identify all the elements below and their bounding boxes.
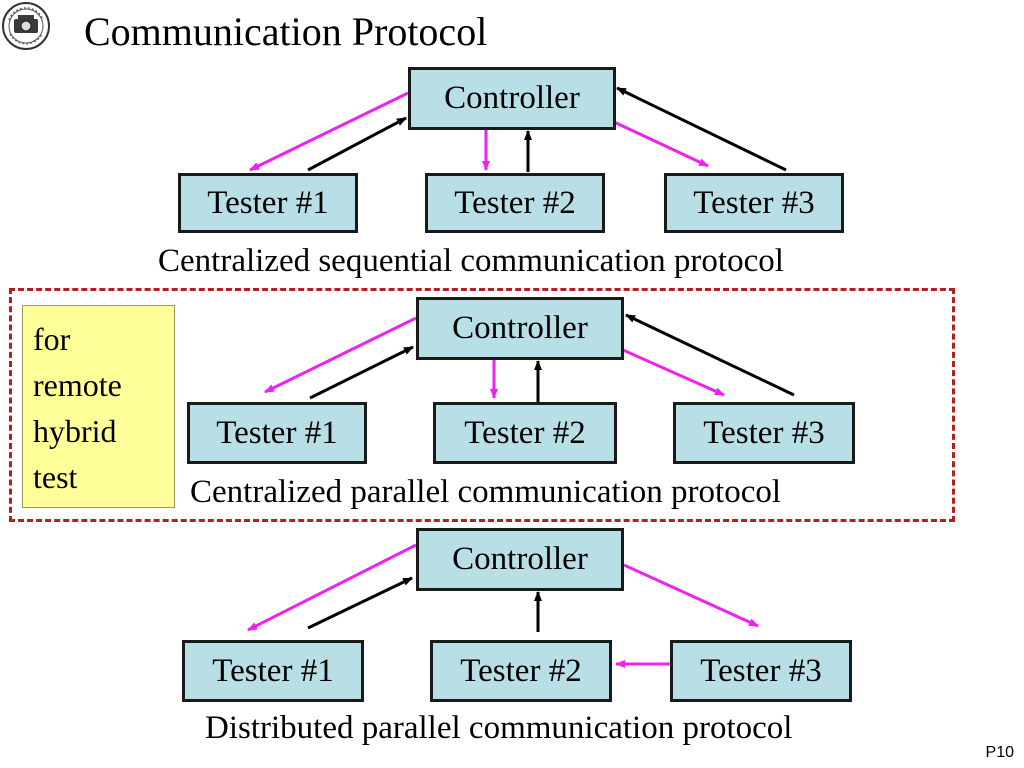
tester-1-node: Tester #1 — [178, 173, 358, 233]
arrow-tester-1-to-controller — [307, 116, 407, 172]
arrow-controller-to-tester-3 — [623, 563, 759, 628]
tester-2-node: Tester #2 — [433, 402, 617, 464]
arrow-controller-to-tester-1 — [249, 91, 409, 172]
diagram-caption: Centralized sequential communication pro… — [158, 243, 784, 279]
arrow-tester-1-to-controller — [307, 576, 413, 630]
note-line: for — [33, 321, 71, 357]
tester-3-node: Tester #3 — [670, 640, 852, 702]
note-line: hybrid — [33, 413, 117, 449]
controller-node: Controller — [416, 297, 624, 360]
controller-node: Controller — [408, 67, 616, 130]
tester-1-node: Tester #1 — [182, 640, 364, 702]
diagram-caption: Distributed parallel communication proto… — [205, 710, 793, 746]
remote-test-frame — [9, 288, 955, 522]
arrow-controller-to-tester-1 — [247, 543, 417, 632]
slide-title: Communication Protocol — [84, 9, 488, 54]
page-number: P10 — [985, 744, 1014, 761]
tester-3-node: Tester #3 — [664, 173, 844, 233]
diagram-caption: Centralized parallel communication proto… — [190, 474, 782, 510]
note-line: remote — [33, 367, 122, 403]
arrow-tester-3-to-controller — [616, 86, 787, 172]
remote-hybrid-test-note: for remote hybrid test — [22, 305, 175, 508]
tester-1-node: Tester #1 — [187, 402, 367, 464]
tester-2-node: Tester #2 — [430, 640, 612, 702]
university-seal-icon — [2, 2, 50, 50]
note-line: test — [33, 459, 78, 495]
arrow-controller-to-tester-3 — [613, 120, 709, 168]
tester-3-node: Tester #3 — [673, 402, 855, 464]
controller-node: Controller — [416, 528, 624, 591]
tester-2-node: Tester #2 — [425, 173, 605, 233]
